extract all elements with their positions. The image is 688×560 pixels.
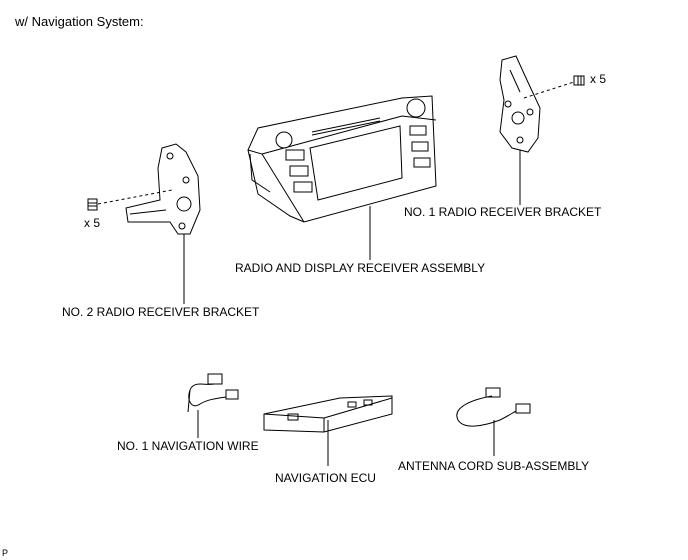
receiver-assembly-label: RADIO AND DISPLAY RECEIVER ASSEMBLY xyxy=(235,261,486,275)
receiver-assembly-part xyxy=(247,95,437,223)
nav-ecu-label: NAVIGATION ECU xyxy=(275,471,376,485)
no1-bracket-label: NO. 1 RADIO RECEIVER BRACKET xyxy=(404,205,602,219)
left-screw-guide-line xyxy=(97,189,173,205)
diagram-title: w/ Navigation System: xyxy=(15,14,144,29)
left-screw-icon xyxy=(87,198,98,211)
navigation-ecu-part xyxy=(263,395,393,433)
left-screw-quantity: x 5 xyxy=(84,216,101,230)
right-screw-icon xyxy=(573,75,585,86)
right-screw-guide-line xyxy=(523,81,575,99)
right-screw-quantity: x 5 xyxy=(590,72,607,86)
navigation-wire-part xyxy=(187,373,239,413)
no2-bracket-part xyxy=(125,143,201,235)
nav-wire-label: NO. 1 NAVIGATION WIRE xyxy=(117,439,259,453)
figure-code: P xyxy=(2,548,9,558)
antenna-cord-part xyxy=(456,387,531,427)
no1-bracket-part xyxy=(499,55,541,153)
antenna-cord-label: ANTENNA CORD SUB-ASSEMBLY xyxy=(398,459,590,473)
no2-bracket-label: NO. 2 RADIO RECEIVER BRACKET xyxy=(62,305,260,319)
